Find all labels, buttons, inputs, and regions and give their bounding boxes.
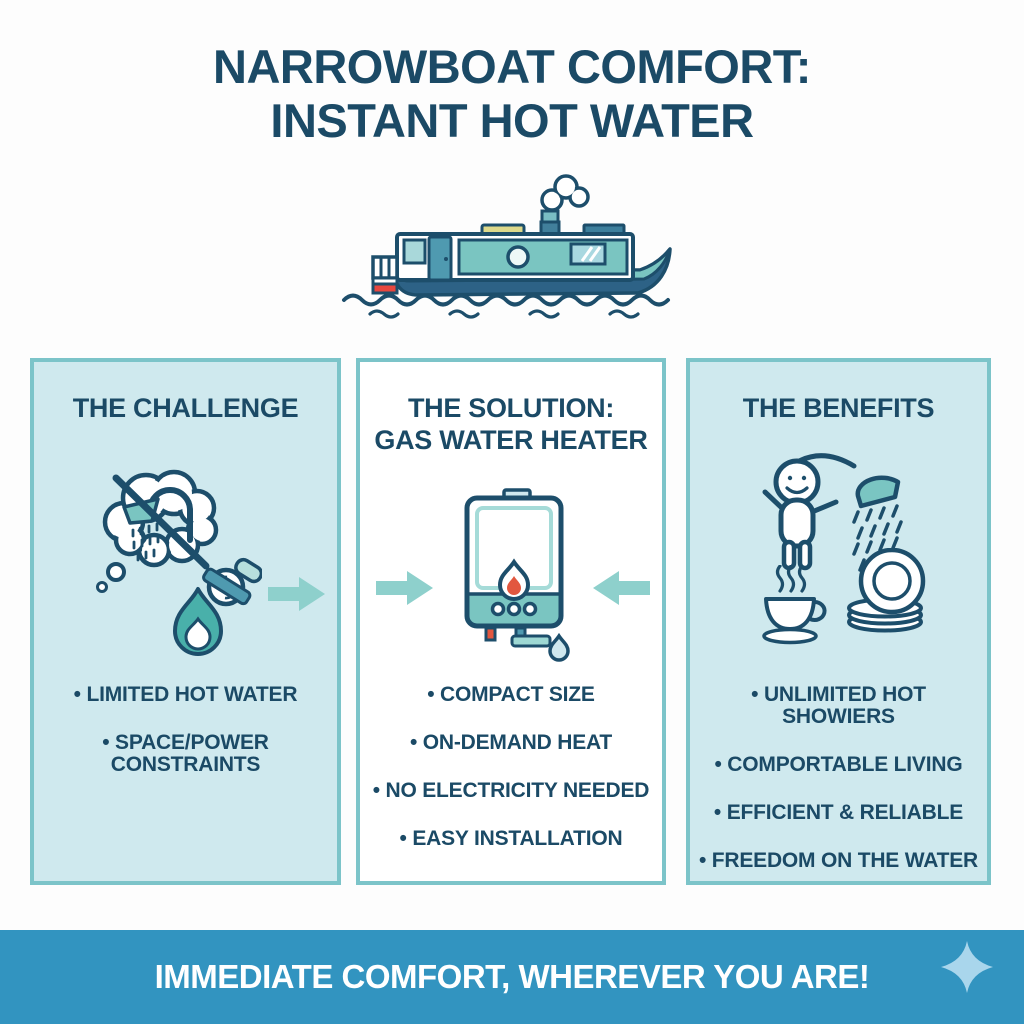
porthole-window (506, 245, 530, 269)
smoke-icon (540, 174, 590, 212)
bullet-item: ON-DEMAND HEAT (364, 732, 658, 754)
gas-water-heater-icon (464, 488, 570, 662)
challenge-panel-title: THE CHALLENGE (72, 393, 299, 423)
no-shower-thought-bubble-icon (96, 469, 219, 593)
bullet-item: NO ELECTRICITY NEEDED (364, 780, 658, 802)
water-waves (342, 293, 670, 319)
solution-title-line1: THE SOLUTION: (407, 393, 615, 423)
shower-head-icon (855, 475, 901, 509)
bullet-item: LIMITED HOT WATER (38, 684, 333, 706)
bullet-item: COMPORTABLE LIVING (694, 754, 983, 776)
solution-panel: THE SOLUTION: GAS WATER HEATER CO (356, 358, 666, 885)
banner-text: IMMEDIATE COMFORT, WHEREVER YOU ARE! (154, 958, 870, 995)
challenge-panel: THE CHALLENGE (30, 358, 341, 885)
bullet-item: EFFICIENT & RELIABLE (694, 802, 983, 824)
plates-stack-icon (847, 548, 926, 633)
bullet-item: EASY INSTALLATION (364, 828, 658, 850)
arrow-right-icon (268, 577, 325, 611)
water-drop-icon (548, 632, 570, 662)
bullet-item: FREEDOM ON THE WATER (694, 850, 983, 872)
bullet-item: SPACE/POWER CONSTRAINTS (38, 732, 333, 776)
benefits-panel-title: THE BENEFITS (742, 393, 935, 423)
arrow-right-icon (376, 571, 433, 605)
cabin-door (427, 235, 453, 282)
coffee-cup-icon (762, 565, 827, 645)
bullet-item: COMPACT SIZE (364, 684, 658, 706)
solution-title-line2: GAS WATER HEATER (374, 425, 648, 455)
page-title-line2: INSTANT HOT WATER (270, 94, 754, 147)
flame-icon (173, 587, 223, 656)
benefits-bullet-list: UNLIMITED HOT SHOWIERS COMPORTABLE LIVIN… (690, 684, 987, 898)
gas-valve-icon (202, 557, 262, 607)
page-title-line1: NARROWBOAT COMFORT: (213, 40, 811, 93)
person-shower-icon (762, 453, 903, 586)
bottom-banner: IMMEDIATE COMFORT, WHEREVER YOU ARE! (0, 930, 1024, 1024)
boat-bow-railing (371, 255, 399, 295)
benefits-panel: THE BENEFITS (686, 358, 991, 885)
challenge-bullet-list: LIMITED HOT WATER SPACE/POWER CONSTRAINT… (34, 684, 337, 802)
bow-window (402, 238, 427, 265)
solution-bullet-list: COMPACT SIZE ON-DEMAND HEAT NO ELECTRICI… (360, 684, 662, 876)
solution-panel-title: THE SOLUTION: GAS WATER HEATER (366, 392, 656, 456)
sparkle-icon (941, 941, 993, 993)
boat-cabin (395, 232, 635, 282)
narrowboat-illustration (342, 174, 672, 319)
bullet-item: UNLIMITED HOT SHOWIERS (694, 684, 983, 728)
arrow-left-icon (593, 571, 650, 605)
page-title: NARROWBOAT COMFORT: INSTANT HOT WATER (0, 40, 1024, 148)
